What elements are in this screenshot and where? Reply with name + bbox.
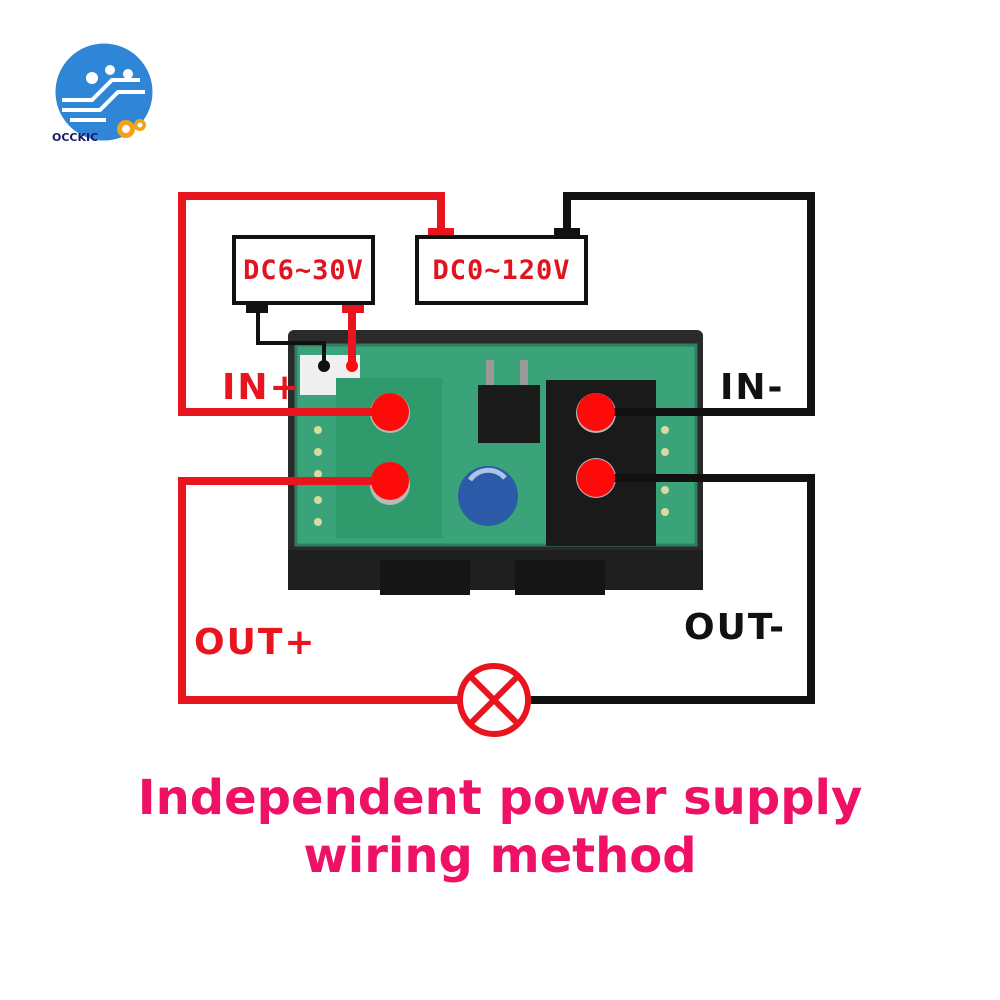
caption-line-2: wiring method [303,828,697,884]
connection-points [318,360,615,500]
caption-line-1: Independent power supply [137,770,863,826]
in-plus-label: IN+ [222,367,302,408]
main-supply-label: DC0~120V [432,254,571,286]
aux-supply-box: DC6~30V [232,235,375,305]
out-plus-label: OUT+ [194,622,317,663]
aux-supply-label: DC6~30V [243,254,364,286]
gear-icon [117,119,146,138]
circuit-logo-icon [52,40,156,144]
in-minus-label: IN- [720,367,785,408]
negative-wiring [256,192,815,704]
brand-name: OCCKIC [52,131,99,144]
lamp-load-icon [457,663,531,737]
out-minus-label: OUT- [684,607,787,648]
mosfet-chip [478,385,540,443]
capacitor [458,466,518,526]
main-supply-box: DC0~120V [415,235,588,305]
positive-wiring [178,192,458,704]
